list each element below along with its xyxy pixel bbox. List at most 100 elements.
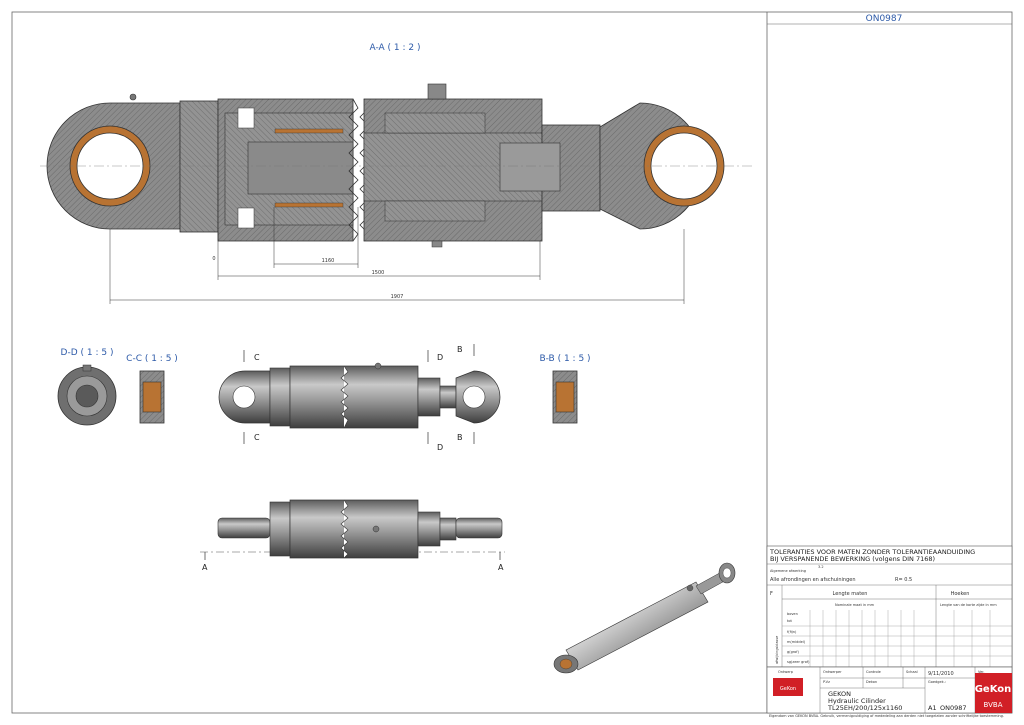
front-barrel	[289, 365, 419, 429]
checked-label: Controle	[866, 670, 881, 674]
front-gland	[417, 377, 441, 417]
rounding-text: Alle afrondingen en afschuiningen	[770, 577, 856, 583]
rod-guide	[384, 112, 486, 134]
isometric-view	[553, 562, 736, 674]
rev-label: Ver.	[978, 670, 985, 674]
class-row-m: m(middel)	[787, 640, 806, 644]
type-code: TL25EH/200/125x1160	[827, 704, 902, 712]
dimension-lines	[109, 207, 685, 304]
cut-b-bottom: B	[457, 433, 463, 442]
checked-value: Dekon	[866, 680, 877, 684]
view-label-cc: C-C ( 1 : 5 )	[126, 354, 178, 364]
top-barrel	[289, 499, 419, 559]
drawn-label: Ontwerper	[823, 670, 842, 674]
small-logo	[773, 678, 803, 696]
product-name: Hydraulic Cilinder	[828, 697, 886, 705]
top-gland	[417, 511, 441, 547]
front-break	[340, 365, 349, 429]
class-row-g: g(grof)	[787, 650, 800, 654]
sheet-size: A1	[928, 704, 937, 712]
section-view-dd: D-D ( 1 : 5 )	[57, 348, 117, 426]
break-line-left	[348, 98, 359, 242]
section-view-cc: C-C ( 1 : 5 )	[126, 354, 178, 424]
class-row-sg: sg(zeer grof)	[787, 660, 810, 664]
small-logo-text: GeKon	[780, 686, 796, 692]
port-fitting-bottom	[431, 240, 443, 248]
section-view-bb: B-B ( 1 : 5 )	[539, 354, 591, 424]
front-left-bore	[232, 385, 256, 409]
approved-label: Goedgek.:	[928, 680, 946, 684]
view-label-aa: A-A ( 1 : 2 )	[370, 43, 421, 53]
shortside-label: Lengte van de korte zijde in mm	[940, 603, 997, 607]
view-label-bb: B-B ( 1 : 5 )	[539, 354, 590, 364]
cut-d-top: D	[437, 353, 443, 362]
dim-1160: 1160	[322, 258, 335, 264]
section-cut-marks	[204, 344, 501, 560]
dim-1907: 1907	[391, 294, 404, 300]
designed-label: Ontwerp	[778, 670, 794, 674]
top-left-eye	[217, 517, 271, 539]
tol-line-2: BIJ VERSPANENDE BEWERKING (volgens DIN 7…	[770, 555, 935, 563]
finish-label: Algemene afwerking	[770, 569, 806, 573]
cut-a-right: A	[498, 563, 504, 572]
roughness-value: 3.2	[818, 565, 824, 569]
top-right-eye	[455, 517, 503, 539]
length-header: Lengte maten	[833, 591, 868, 597]
drawing-number-top: ON0987	[866, 14, 903, 24]
tolerance-box	[766, 545, 1013, 668]
iso-bottom-bushing	[559, 658, 573, 670]
date-value: 9/11/2010	[928, 671, 954, 677]
company-name: GEKON	[828, 690, 851, 698]
cc-bushing	[142, 381, 162, 413]
rod-extension	[499, 142, 561, 192]
front-rod	[439, 385, 457, 409]
section-view-aa: A-A ( 1 : 2 )	[40, 43, 755, 304]
piston-seal-top	[274, 128, 344, 134]
cut-c-top: C	[254, 353, 260, 362]
dd-key	[82, 364, 92, 372]
iso-barrel	[565, 581, 709, 671]
cut-c-bottom: C	[254, 433, 260, 442]
dim-1500: 1500	[372, 270, 385, 276]
class-letter: F	[770, 591, 773, 597]
top-break	[340, 499, 349, 559]
title-block: TOLERANTIES VOOR MATEN ZONDER TOLERANTIE…	[766, 545, 1013, 718]
view-label-dd: D-D ( 1 : 5 )	[61, 348, 114, 358]
top-head	[269, 501, 291, 557]
row-label-tot: tot	[787, 619, 793, 623]
iso-top-bore	[722, 567, 732, 579]
gekon-logo-text: GeKon	[975, 684, 1012, 695]
cut-b-top: B	[457, 345, 463, 354]
bb-bushing	[555, 381, 575, 413]
front-port	[374, 362, 382, 370]
front-head	[269, 367, 291, 427]
dd-core	[75, 384, 99, 408]
drawing-number: ON0987	[940, 704, 967, 712]
piston-rod-core-left	[247, 141, 354, 195]
piston-seal-bottom	[274, 202, 344, 208]
iso-port	[686, 584, 694, 592]
gland-groove-left-2	[237, 207, 255, 229]
top-view	[200, 499, 505, 559]
dim-0: 0	[212, 256, 215, 262]
class-row-f: f(fijn)	[787, 630, 797, 634]
radius-text: R= 0.5	[895, 577, 912, 583]
front-right-bore	[462, 385, 486, 409]
gland-groove-left	[237, 107, 255, 129]
left-end-cap	[179, 100, 219, 233]
grease-nipple	[129, 93, 137, 101]
front-view	[218, 362, 501, 429]
cut-a-left: A	[202, 563, 208, 572]
scale-label: Schaal	[906, 670, 918, 674]
gekon-logo-sub: BVBA	[984, 701, 1003, 709]
top-rod	[439, 517, 457, 541]
drawn-value: P.Vz	[823, 680, 830, 684]
angle-header: Hoeken	[951, 591, 970, 597]
sheet-border	[11, 11, 1013, 714]
top-port	[372, 525, 380, 533]
row-label-boven: boven	[787, 612, 798, 616]
cut-d-bottom: D	[437, 443, 443, 452]
bottom-block	[766, 666, 1013, 714]
legal-notice: Eigendom van GEKON BVBA. Gebruik, vermen…	[769, 714, 1004, 718]
